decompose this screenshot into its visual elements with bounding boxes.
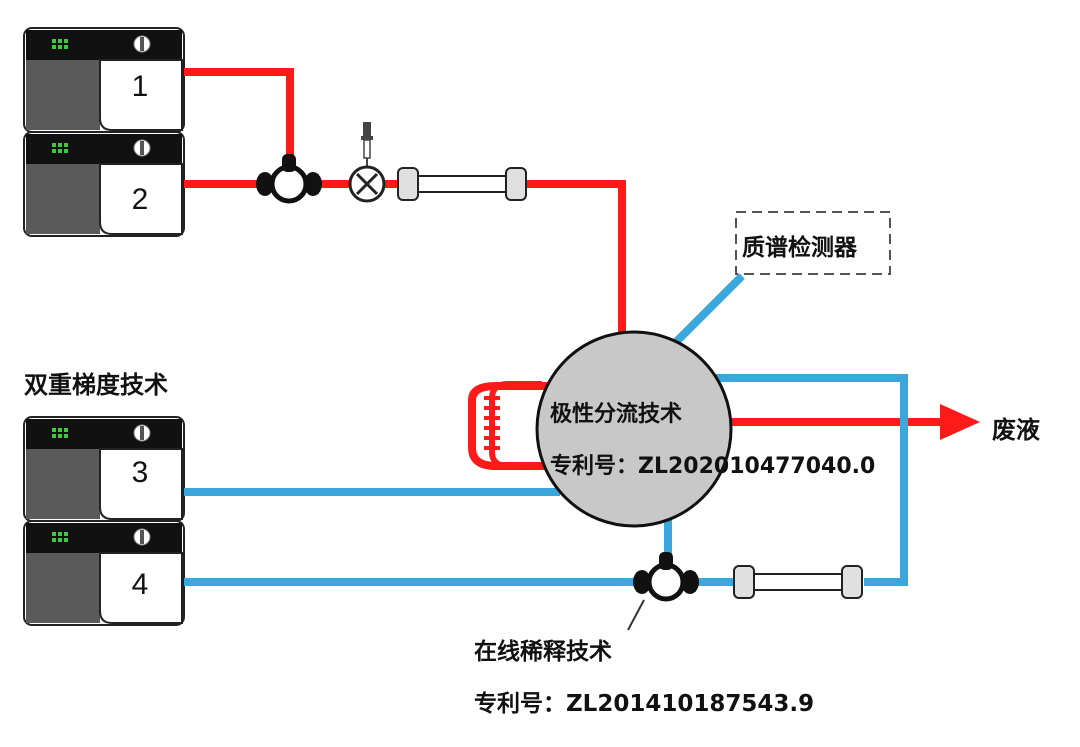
indicator-lights-icon <box>52 532 68 542</box>
mixer-valve-top <box>256 154 322 204</box>
pump-3 <box>23 416 185 522</box>
polar-split-valve <box>535 330 733 528</box>
indicator-lights-icon <box>52 39 68 49</box>
waste-arrow-icon <box>940 404 980 440</box>
blue-line-splitter-right-loop <box>708 374 908 586</box>
pump-1 <box>23 27 185 133</box>
column-bottom <box>733 565 863 599</box>
pump-2 <box>23 131 185 237</box>
knob-icon <box>133 139 151 157</box>
mass-spec-box <box>735 211 891 275</box>
pump-1-number: 1 <box>131 70 149 103</box>
column-top <box>397 167 527 201</box>
injection-valve <box>348 122 386 203</box>
red-line-column-to-splitter <box>524 180 626 342</box>
blue-line-to-ms <box>669 273 745 349</box>
indicator-lights-icon <box>52 143 68 153</box>
waste-label: 废液 <box>992 416 1040 444</box>
blue-flow-lines <box>184 273 908 586</box>
knob-icon <box>133 528 151 546</box>
red-line-pump1 <box>184 68 294 160</box>
dilution-pointer-line <box>627 599 645 631</box>
dual-gradient-label: 双重梯度技术 <box>24 371 168 399</box>
online-dilution-label: 在线稀释技术 <box>474 639 612 665</box>
polar-split-patent: 专利号：ZL202010477040.0 <box>550 454 876 479</box>
knob-icon <box>133 424 151 442</box>
red-coil-loop <box>468 381 560 470</box>
pump-2-number: 2 <box>131 183 149 216</box>
indicator-lights-icon <box>52 428 68 438</box>
pump-3-number: 3 <box>131 456 149 489</box>
online-dilution-patent: 专利号：ZL201410187543.9 <box>474 691 815 717</box>
knob-icon <box>133 35 151 53</box>
pump-4 <box>23 520 185 626</box>
pump-4-number: 4 <box>131 568 149 601</box>
polar-split-title: 极性分流技术 <box>550 402 683 427</box>
mixer-valve-bottom <box>633 552 699 602</box>
mass-spec-label: 质谱检测器 <box>742 235 857 261</box>
